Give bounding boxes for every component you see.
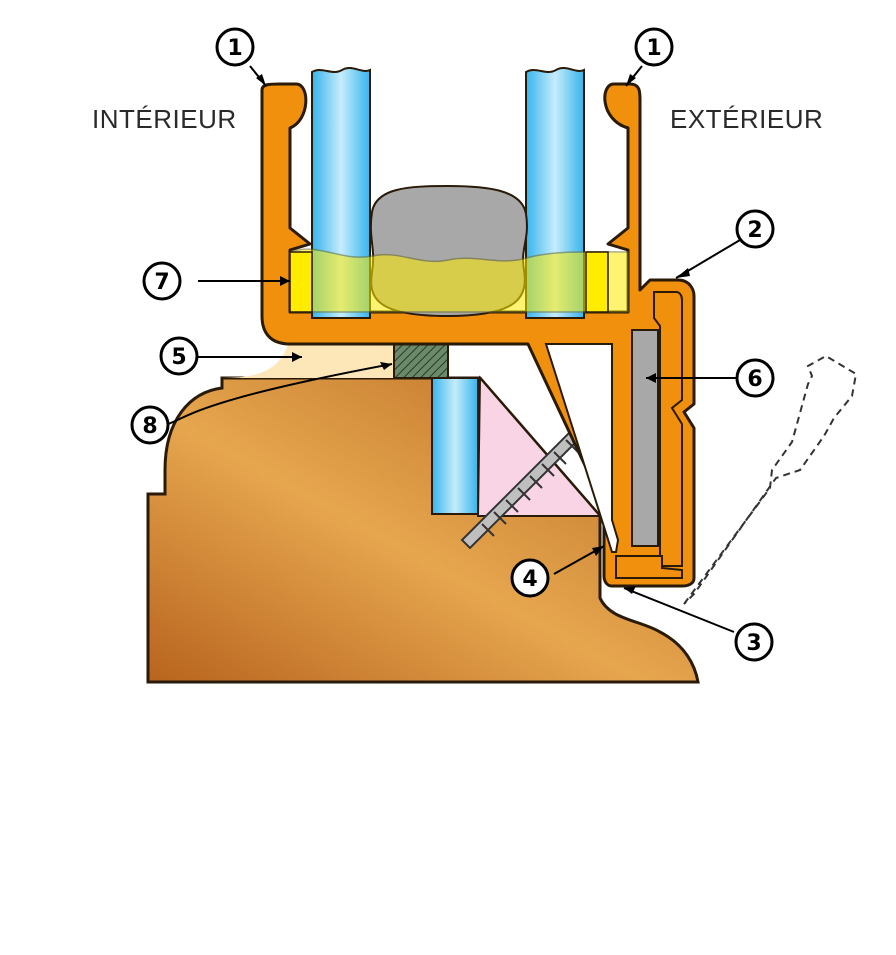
callout-2: 2 (735, 209, 775, 249)
leader-arrowheads (256, 74, 690, 594)
lower-hook (615, 555, 683, 579)
callout-5-number: 5 (171, 345, 186, 370)
lower-glass-block (431, 377, 479, 515)
clip-cavity (653, 291, 683, 567)
callout-7: 7 (142, 261, 182, 301)
callout-2-number: 2 (747, 218, 762, 243)
callout-7-number: 7 (154, 270, 169, 295)
callout-1-right: 1 (634, 27, 674, 67)
callout-6: 6 (735, 358, 775, 398)
callout-1-right-number: 1 (646, 36, 661, 61)
callout-1-left-number: 1 (227, 36, 242, 61)
wood-frame (146, 376, 700, 684)
gray-gasket-strip (631, 329, 659, 547)
clip-open-position-outline (683, 354, 858, 605)
callout-4-number: 4 (522, 567, 537, 592)
sealant-right-block (585, 251, 609, 313)
callout-8-number: 8 (142, 414, 157, 439)
callout-6-number: 6 (747, 367, 762, 392)
callout-5: 5 (159, 336, 199, 376)
callout-3: 3 (734, 622, 774, 662)
callout-1-left: 1 (215, 27, 255, 67)
exterior-label: EXTÉRIEUR (670, 104, 824, 134)
callout-3-number: 3 (746, 631, 761, 656)
interior-label: INTÉRIEUR (92, 104, 237, 134)
shim-block (222, 338, 395, 378)
diagonal-leg-cavity (544, 343, 620, 553)
sealant-band (289, 248, 629, 313)
callout-4: 4 (510, 558, 550, 598)
callout-8: 8 (130, 405, 170, 445)
sealant-left-block (289, 251, 313, 313)
